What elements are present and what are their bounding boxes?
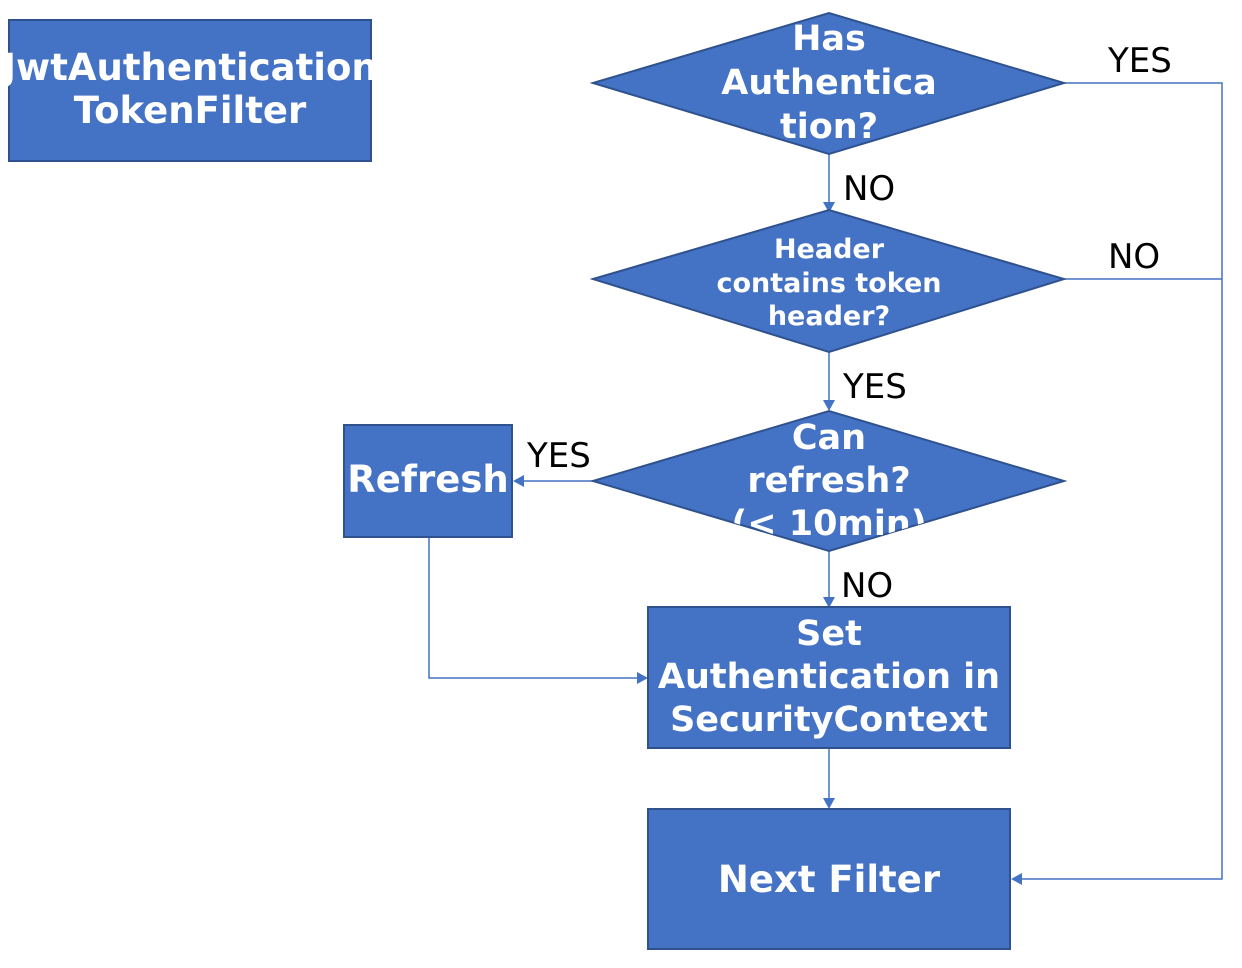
can-refresh-line-1: Can	[792, 418, 866, 458]
filter-title-box: JwtAuthentication TokenFilter	[0, 19, 378, 162]
set-auth-line-2: Authentication in	[658, 657, 1000, 697]
set-auth-line-3: SecurityContext	[670, 700, 988, 740]
header-line-3: header?	[768, 301, 890, 332]
arrowhead-to-can-refresh	[823, 400, 835, 411]
can-refresh-line-3: (< 10min)	[731, 504, 927, 544]
process-refresh: Refresh	[343, 424, 513, 538]
has-auth-line-3: tion?	[780, 107, 878, 147]
label-has-auth-no: NO	[843, 169, 895, 209]
next-filter-label: Next Filter	[718, 858, 941, 901]
label-has-auth-yes: YES	[1107, 41, 1172, 81]
has-auth-line-1: Has	[792, 19, 866, 59]
arrowhead-to-set-auth	[823, 597, 835, 608]
filter-title-line-2: TokenFilter	[74, 89, 307, 132]
arrowhead-to-next-filter	[823, 798, 835, 809]
label-header-no: NO	[1108, 237, 1160, 277]
label-can-refresh-yes: YES	[526, 436, 591, 476]
header-line-2: contains token	[716, 268, 941, 299]
decision-can-refresh: Can refresh? (< 10min)	[589, 409, 1068, 553]
edge-labels: YES NO NO YES YES NO	[526, 41, 1172, 606]
header-line-1: Header	[774, 234, 885, 265]
arrowhead-refresh-to-set-auth	[637, 672, 648, 684]
decision-has-authentication: Has Authentica tion?	[589, 11, 1068, 156]
can-refresh-line-2: refresh?	[747, 461, 910, 501]
process-set-authentication: Set Authentication in SecurityContext	[647, 606, 1011, 749]
label-header-yes: YES	[842, 367, 907, 407]
label-can-refresh-no: NO	[841, 566, 893, 606]
refresh-label: Refresh	[347, 458, 508, 501]
connector-has-auth-yes-to-next-filter	[1020, 82, 1223, 880]
connector-refresh-to-set-auth	[428, 537, 639, 679]
set-auth-line-1: Set	[796, 614, 862, 654]
process-next-filter: Next Filter	[647, 808, 1011, 950]
filter-title-line-1: JwtAuthentication	[0, 46, 378, 89]
has-auth-line-2: Authentica	[721, 63, 936, 103]
arrowhead-to-header	[823, 202, 835, 213]
decision-header-contains-token: Header contains token header?	[589, 208, 1068, 354]
arrowhead-right-rail-to-next-filter	[1011, 873, 1022, 885]
arrowhead-to-refresh	[513, 475, 524, 487]
connectors	[428, 82, 1223, 885]
